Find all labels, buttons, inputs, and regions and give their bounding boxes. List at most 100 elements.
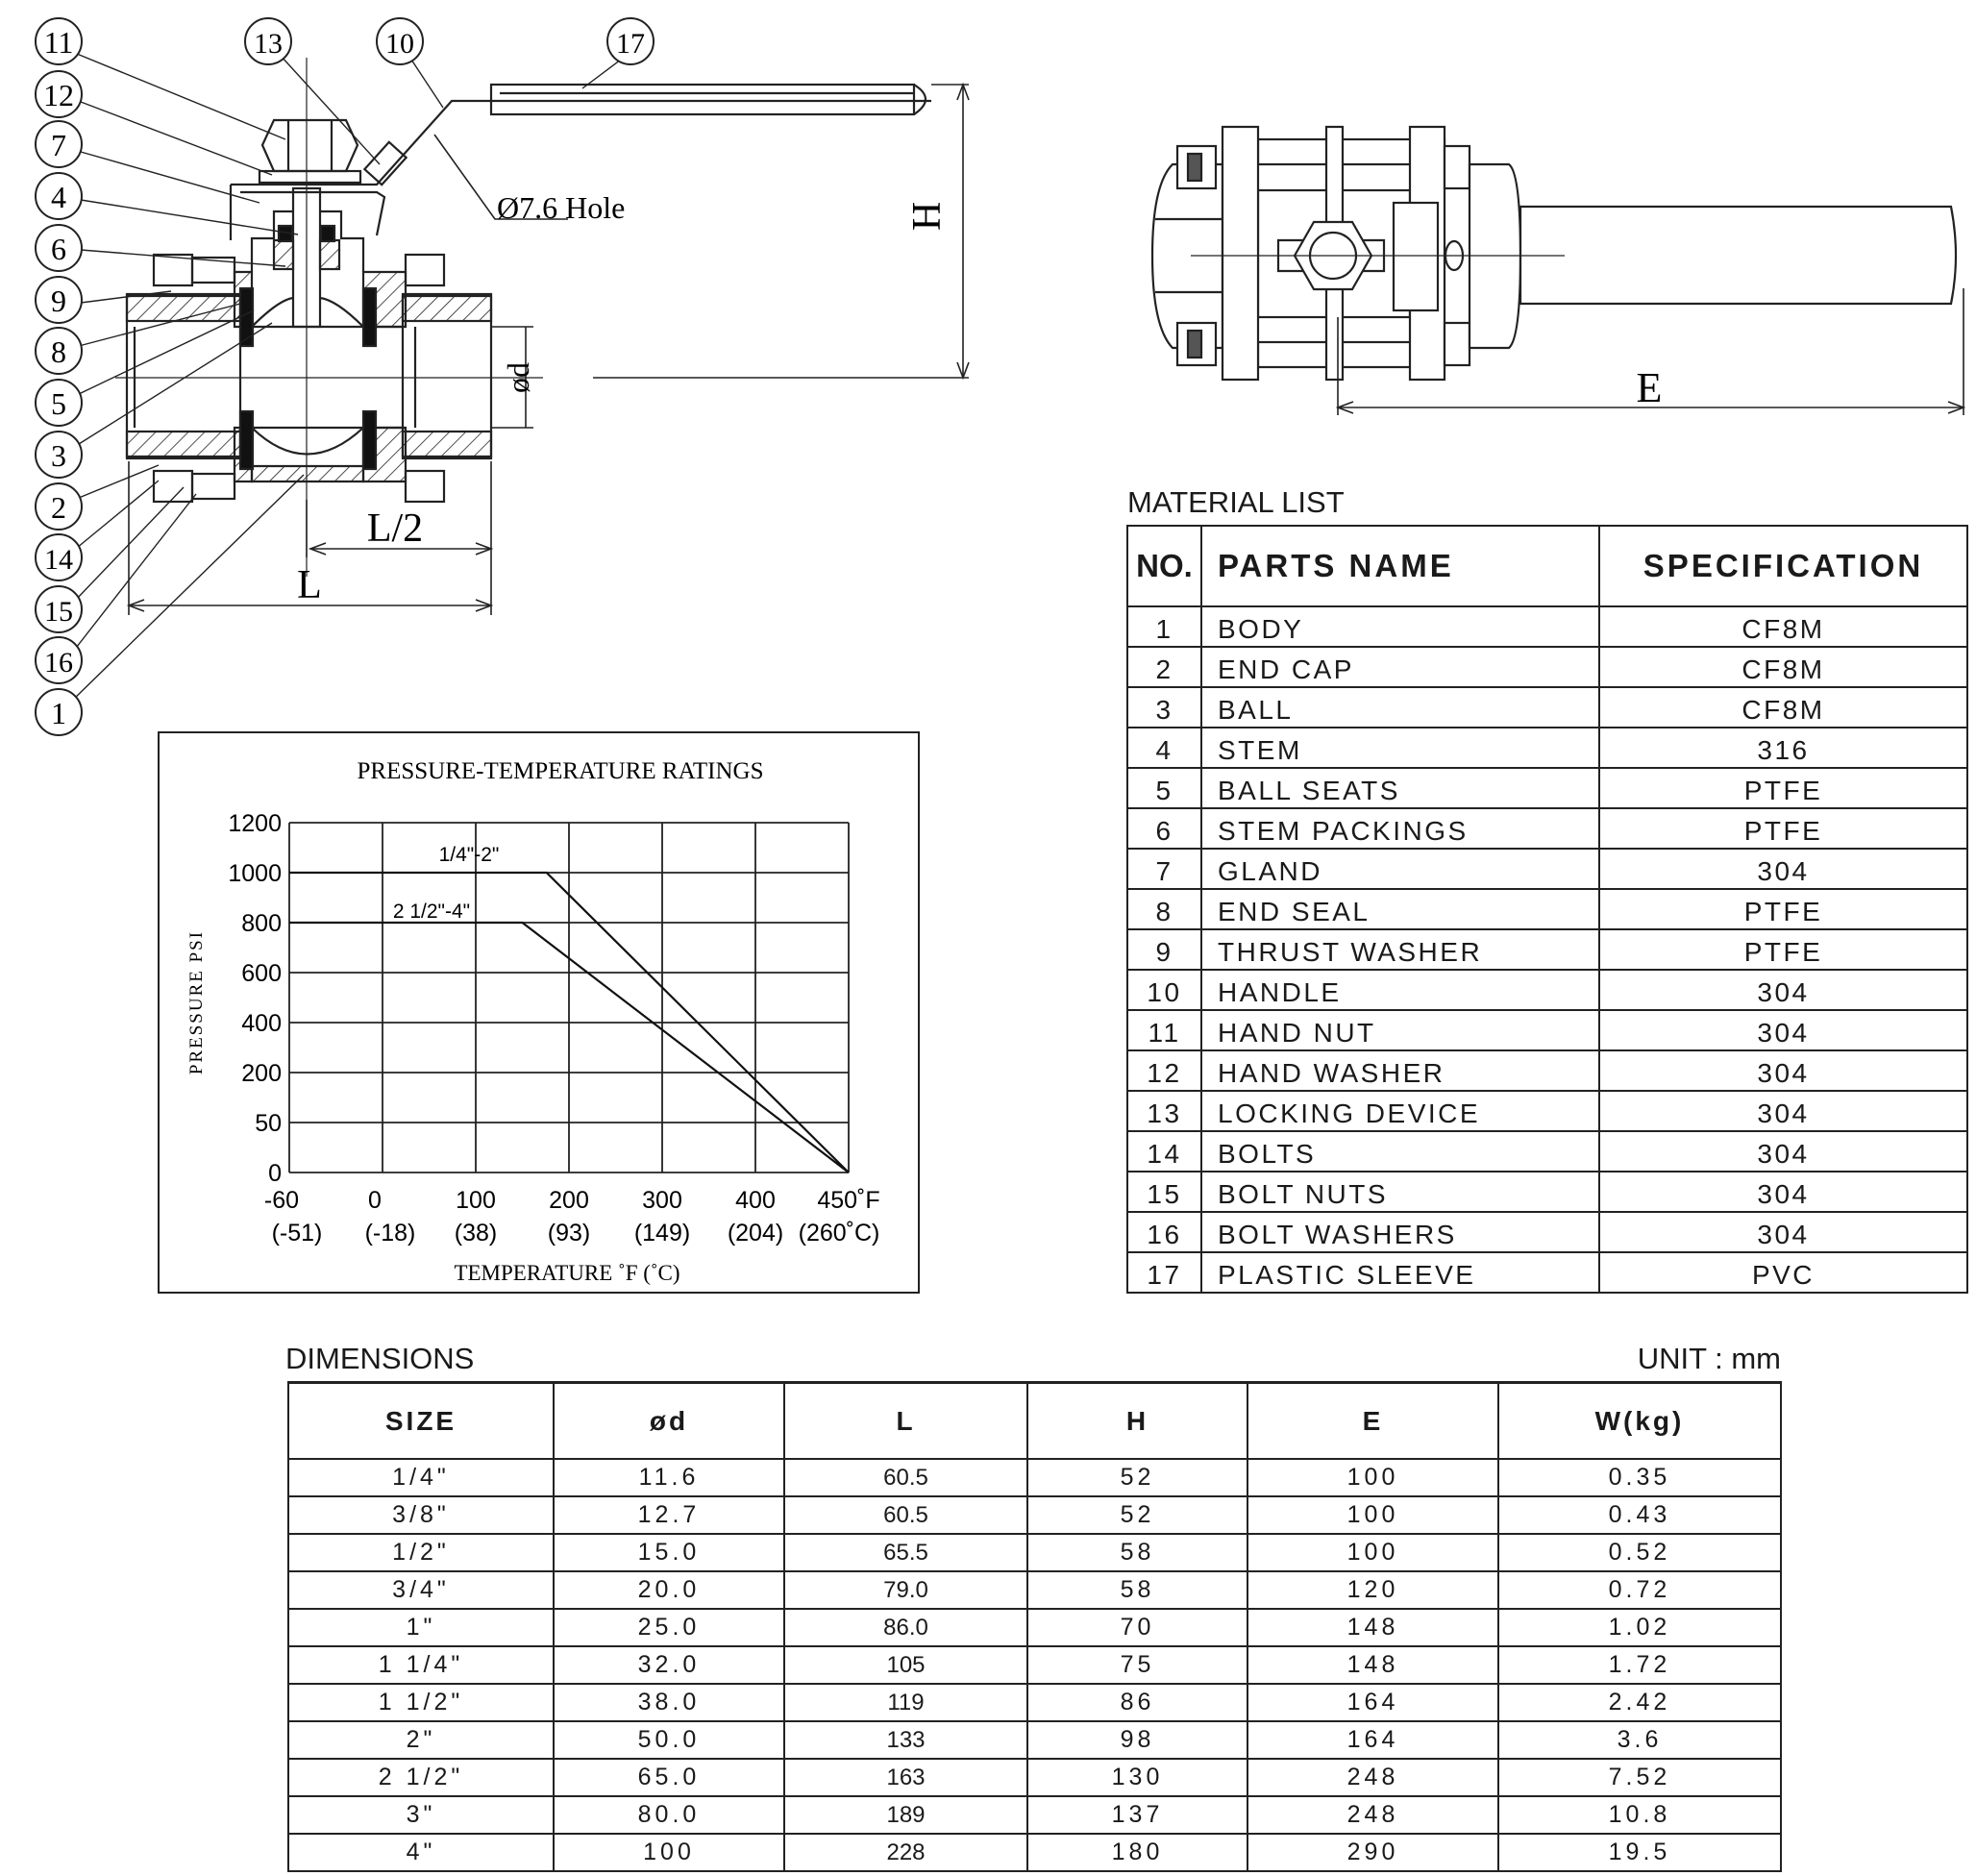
ball-seat-right — [361, 286, 378, 348]
series-line-1 — [289, 921, 850, 1173]
cell-length-l: 163 — [783, 1758, 1028, 1797]
cell-height-h: 58 — [1026, 1533, 1248, 1572]
part-number: 15 — [1126, 1171, 1202, 1213]
cell-length-l: 119 — [783, 1683, 1028, 1722]
cell-bore-d: 32.0 — [553, 1645, 785, 1685]
cell-size: 2 1/2" — [287, 1758, 555, 1797]
x-tick-label-celsius: (93) — [548, 1220, 590, 1247]
balloon-label: 10 — [385, 28, 414, 60]
header-weight: W(kg) — [1497, 1381, 1782, 1460]
cell-height-h: 58 — [1026, 1570, 1248, 1610]
header-size: SIZE — [287, 1381, 555, 1460]
part-number: 16 — [1126, 1211, 1202, 1253]
cell-size: 2" — [287, 1720, 555, 1760]
cell-length-l: 228 — [783, 1833, 1028, 1872]
part-number: 6 — [1126, 807, 1202, 850]
cell-bore-d: 15.0 — [553, 1533, 785, 1572]
balloon: 14 — [35, 533, 83, 581]
cell-length-l: 105 — [783, 1645, 1028, 1685]
balloon-label: 8 — [51, 334, 66, 369]
part-specification: 304 — [1598, 1211, 1968, 1253]
cell-height-h: 70 — [1026, 1608, 1248, 1647]
cell-length-l: 60.5 — [783, 1495, 1028, 1535]
dim-e-label: E — [1637, 364, 1663, 411]
cell-bore-d: 25.0 — [553, 1608, 785, 1647]
hand-nut — [260, 118, 359, 173]
cell-bore-d: 20.0 — [553, 1570, 785, 1610]
cell-handle-e: 164 — [1247, 1720, 1499, 1760]
part-name: BODY — [1200, 605, 1600, 648]
part-name: BOLTS — [1200, 1130, 1600, 1172]
cell-weight: 1.72 — [1497, 1645, 1782, 1685]
dim-d-label: ød — [501, 362, 535, 393]
valve-top-view — [1150, 125, 1966, 415]
balloon: 12 — [35, 70, 83, 118]
part-number: 5 — [1126, 767, 1202, 809]
x-tick-label: 400 — [735, 1187, 776, 1214]
header-height-h: H — [1026, 1381, 1248, 1460]
balloon: 1 — [35, 688, 83, 736]
part-name: STEM PACKINGS — [1200, 807, 1600, 850]
cell-length-l: 86.0 — [783, 1608, 1028, 1647]
cell-handle-e: 290 — [1247, 1833, 1499, 1872]
part-specification: 304 — [1598, 969, 1968, 1011]
header-handle-e: E — [1247, 1381, 1499, 1460]
part-specification: 316 — [1598, 727, 1968, 769]
balloon: 4 — [35, 172, 83, 220]
part-number: 10 — [1126, 969, 1202, 1011]
x-tick-label: 100 — [456, 1187, 496, 1214]
y-tick-label: 800 — [241, 910, 282, 937]
part-name: BALL SEATS — [1200, 767, 1600, 809]
y-tick-label: 1200 — [228, 810, 282, 837]
part-name: THRUST WASHER — [1200, 928, 1600, 971]
cell-bore-d: 11.6 — [553, 1458, 785, 1497]
part-specification: 304 — [1598, 848, 1968, 890]
part-name: STEM — [1200, 727, 1600, 769]
part-specification: CF8M — [1598, 605, 1968, 648]
cell-handle-e: 148 — [1247, 1645, 1499, 1685]
balloon: 3 — [35, 431, 83, 479]
cell-size: 3" — [287, 1795, 555, 1835]
valve-section-view — [70, 53, 970, 703]
cell-weight: 0.35 — [1497, 1458, 1782, 1497]
x-tick-label: -60 — [264, 1187, 299, 1214]
cell-size: 4" — [287, 1833, 555, 1872]
chart-ticks: -60(-51)0(-18)100(38)200(93)300(149)400(… — [228, 810, 879, 1247]
part-name: BALL — [1200, 686, 1600, 728]
x-tick-label-celsius: (204) — [728, 1220, 783, 1247]
y-tick-label: 0 — [268, 1160, 282, 1187]
part-name: HAND NUT — [1200, 1009, 1600, 1051]
chart-title: PRESSURE-TEMPERATURE RATINGS — [358, 758, 764, 784]
balloon: 6 — [35, 224, 83, 272]
hole-label: Ø7.6 Hole — [497, 190, 625, 225]
cell-handle-e: 120 — [1247, 1570, 1499, 1610]
part-balloons: 11 12 7 4 6 9 8 5 3 2 14 15 16 1 13 10 1… — [35, 17, 1663, 736]
cell-size: 1" — [287, 1608, 555, 1647]
x-tick-label-celsius: (260˚C) — [799, 1220, 880, 1247]
cell-handle-e: 248 — [1247, 1758, 1499, 1797]
header-parts-name: PARTS NAME — [1200, 525, 1600, 607]
cell-length-l: 60.5 — [783, 1458, 1028, 1497]
balloon-label: 9 — [51, 284, 66, 318]
part-number: 9 — [1126, 928, 1202, 971]
balloon: 8 — [35, 327, 83, 375]
y-tick-label: 200 — [241, 1060, 282, 1087]
balloon-label: 16 — [44, 647, 73, 679]
part-specification: 304 — [1598, 1049, 1968, 1092]
table-header-row: NO. PARTS NAME SPECIFICATION — [1126, 525, 1968, 607]
cell-bore-d: 38.0 — [553, 1683, 785, 1722]
